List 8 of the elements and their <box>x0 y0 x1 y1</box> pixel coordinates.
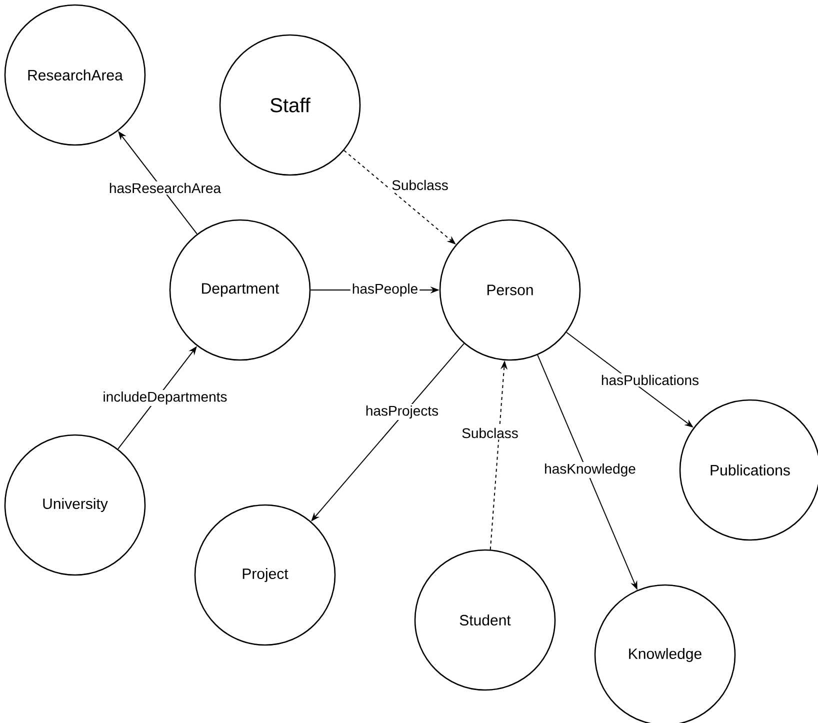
edge-label: includeDepartments <box>101 390 229 406</box>
edge-label: Subclass <box>460 426 520 440</box>
edge-label: hasKnowledge <box>542 462 638 478</box>
edge-label: hasPublications <box>599 373 701 387</box>
edge-label: hasProjects <box>364 404 440 420</box>
edge-label: Subclass <box>390 178 450 192</box>
edge-label: hasPeople <box>350 282 420 298</box>
edge-label: hasResearchArea <box>107 181 223 195</box>
